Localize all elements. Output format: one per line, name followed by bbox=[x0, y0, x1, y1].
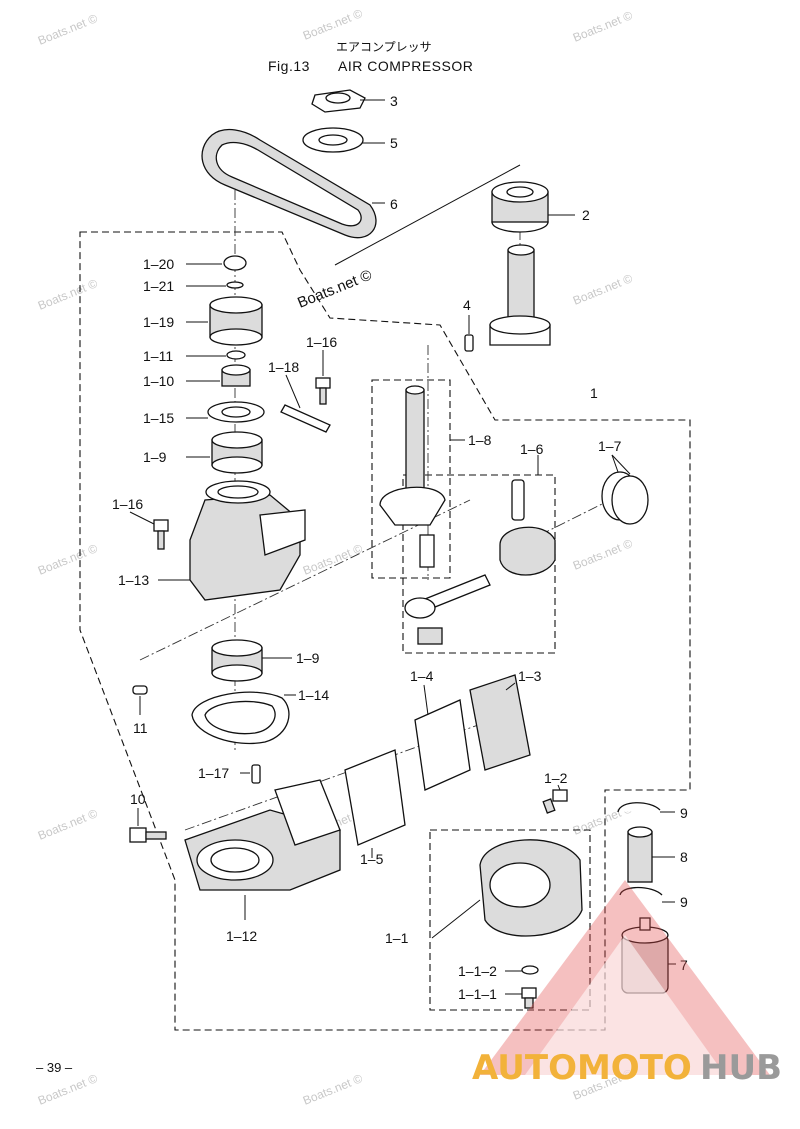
drive-sprocket-part bbox=[491, 181, 549, 233]
reed-plate-part bbox=[414, 699, 471, 791]
callout-1-4: 1–4 bbox=[410, 668, 434, 684]
callout-9: 9 bbox=[680, 894, 688, 910]
callout-1-16: 1–16 bbox=[306, 334, 337, 350]
watermark: Boats.net © bbox=[301, 6, 365, 43]
page-number: – 39 – bbox=[36, 1060, 73, 1075]
callout-1: 1 bbox=[590, 385, 598, 401]
watermark: Boats.net © bbox=[36, 11, 100, 48]
watermark: Boats.net © bbox=[36, 806, 100, 843]
warning-triangle-inner-icon bbox=[525, 935, 725, 1075]
callout-5: 5 bbox=[390, 135, 398, 151]
assembly-1-1-boundary bbox=[429, 829, 591, 1011]
locating-pin-part bbox=[251, 764, 261, 784]
callout-1-14: 1–14 bbox=[298, 687, 329, 703]
callout-1-1-2: 1–1–2 bbox=[458, 963, 497, 979]
watermark: Boats.net © bbox=[571, 536, 635, 573]
cylinder-head-part bbox=[479, 839, 583, 937]
watermark: Boats.net © bbox=[571, 271, 635, 308]
callout-1-2: 1–2 bbox=[544, 770, 568, 786]
callout-1-16: 1–16 bbox=[112, 496, 143, 512]
callout-1-10: 1–10 bbox=[143, 373, 174, 389]
watermark: Boats.net © bbox=[36, 541, 100, 578]
nut-part bbox=[311, 89, 366, 113]
watermark: Boats.net © bbox=[571, 8, 635, 45]
drain-washer-part bbox=[521, 965, 539, 975]
callout-1-7: 1–7 bbox=[598, 438, 622, 454]
callout-labels: 3 5 6 2 4 1 1–20 1–21 1–19 1–11 1–10 1–1… bbox=[112, 93, 688, 1002]
callout-1-20: 1–20 bbox=[143, 256, 174, 272]
callout-1-1: 1–1 bbox=[385, 930, 409, 946]
watermark-center: Boats.net © bbox=[295, 266, 374, 311]
watermark: Boats.net © bbox=[301, 541, 365, 578]
callout-11: 11 bbox=[133, 720, 148, 736]
callout-7: 7 bbox=[680, 957, 688, 973]
assembly-1-8-boundary bbox=[371, 379, 451, 579]
watermark: Boats.net © bbox=[36, 1071, 100, 1108]
lock-plate-part bbox=[280, 404, 331, 433]
centerline-pin bbox=[139, 499, 471, 661]
piston-rings-part bbox=[601, 471, 649, 525]
watermark: Boats.net © bbox=[301, 1071, 365, 1108]
callout-1-9: 1–9 bbox=[296, 650, 320, 666]
left-stack-parts bbox=[207, 255, 265, 474]
bolt-upper-part bbox=[315, 377, 331, 405]
callout-2: 2 bbox=[582, 207, 590, 223]
timing-belt-part bbox=[201, 128, 377, 239]
logo-word-a: AUTOMOTO bbox=[472, 1048, 692, 1088]
washer-part bbox=[302, 127, 364, 153]
callout-1-13: 1–13 bbox=[118, 572, 149, 588]
head-bolt-part bbox=[542, 789, 568, 814]
callout-1-12: 1–12 bbox=[226, 928, 257, 944]
automotohub-logo: AUTOMOTO HUB bbox=[472, 880, 782, 1088]
figure-number: Fig.13 bbox=[268, 58, 310, 74]
callout-1-6: 1–6 bbox=[520, 441, 544, 457]
figure-title: AIR COMPRESSOR bbox=[338, 58, 473, 74]
callout-1-1-1: 1–1–1 bbox=[458, 986, 497, 1002]
callout-3: 3 bbox=[390, 93, 398, 109]
callout-1-15: 1–15 bbox=[143, 410, 174, 426]
callout-1-17: 1–17 bbox=[198, 765, 229, 781]
hose-fitting-part bbox=[129, 827, 167, 843]
crankshaft-part bbox=[379, 385, 446, 568]
callout-10: 10 bbox=[130, 791, 146, 807]
key-part bbox=[464, 334, 474, 352]
title-japanese: エアコンプレッサ bbox=[336, 40, 432, 54]
dowel-pin-part bbox=[132, 685, 148, 695]
callout-1-5: 1–5 bbox=[360, 851, 384, 867]
valve-cover-part bbox=[469, 674, 531, 771]
callout-1-21: 1–21 bbox=[143, 278, 174, 294]
callout-8: 8 bbox=[680, 849, 688, 865]
assembly-1-boundary bbox=[79, 231, 691, 1031]
piston-part bbox=[404, 479, 556, 645]
cover-gasket-part bbox=[344, 749, 406, 846]
logo-word-b: HUB bbox=[700, 1048, 782, 1088]
callout-1-19: 1–19 bbox=[143, 314, 174, 330]
gasket-part bbox=[191, 691, 290, 745]
sprocket-link-line bbox=[334, 164, 521, 266]
hose-part bbox=[627, 826, 653, 883]
callout-4: 4 bbox=[463, 297, 471, 313]
hose-clip-lower-part bbox=[619, 886, 663, 896]
shaft-housing-part bbox=[489, 244, 551, 346]
callout-1-3: 1–3 bbox=[518, 668, 542, 684]
hose-clip-upper-part bbox=[617, 802, 661, 813]
callout-9: 9 bbox=[680, 805, 688, 821]
callout-1-9: 1–9 bbox=[143, 449, 167, 465]
bolt-left-part bbox=[153, 519, 169, 550]
callout-1-8: 1–8 bbox=[468, 432, 492, 448]
callout-1-11: 1–11 bbox=[143, 348, 173, 364]
drain-plug-part bbox=[521, 987, 537, 1009]
bearing-lower-part bbox=[211, 639, 263, 682]
crankcase-upper-part bbox=[189, 480, 306, 601]
callout-6: 6 bbox=[390, 196, 398, 212]
watermark: Boats.net © bbox=[36, 276, 100, 313]
cylinder-part bbox=[184, 779, 341, 891]
callout-1-18: 1–18 bbox=[268, 359, 299, 375]
